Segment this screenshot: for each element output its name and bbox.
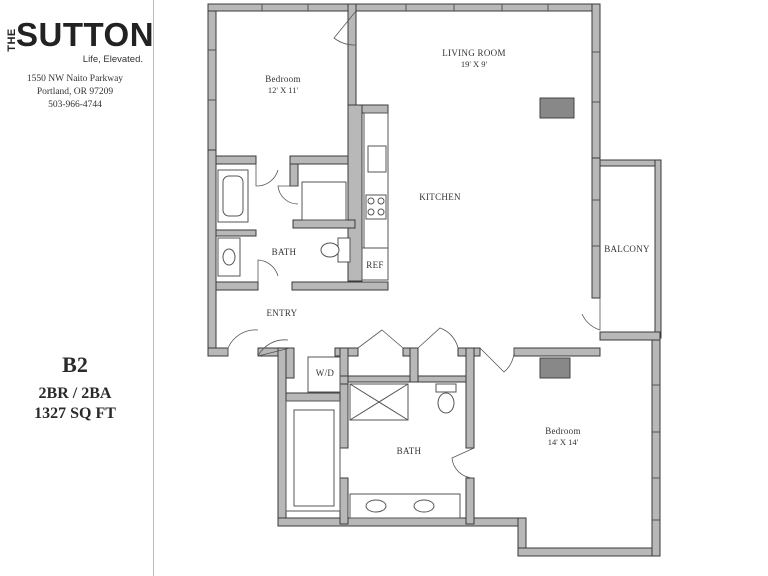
columns xyxy=(539,97,575,379)
room-labels: Bedroom 12' X 11' LIVING ROOM 19' X 9' K… xyxy=(265,48,650,456)
bathtub-basin xyxy=(222,175,244,217)
ref-label: REF xyxy=(366,260,383,270)
wall xyxy=(654,159,662,339)
wall xyxy=(347,104,363,282)
wall xyxy=(513,347,601,357)
burner xyxy=(367,208,375,216)
kitchen-counter xyxy=(363,112,389,249)
wall xyxy=(339,375,349,385)
brand-name: SUTTON xyxy=(16,16,155,53)
brand-logo: THE SUTTON Life, Elevated. xyxy=(0,16,154,66)
wall xyxy=(277,517,527,527)
vanity-sink xyxy=(365,499,387,513)
wall xyxy=(215,155,257,165)
balcony-label: BALCONY xyxy=(604,244,650,254)
wall xyxy=(207,3,601,12)
wall xyxy=(215,229,257,237)
bedroom-2-label: Bedroom xyxy=(545,426,581,436)
wd-label: W/D xyxy=(316,368,335,378)
refrigerator xyxy=(361,247,389,281)
wall xyxy=(599,159,661,167)
door-swing xyxy=(255,164,279,187)
bath-2-label: BATH xyxy=(397,446,422,456)
wall xyxy=(517,547,661,557)
column xyxy=(539,357,571,379)
address-block: 1550 NW Naito Parkway Portland, OR 97209… xyxy=(0,73,150,112)
vanity-sink xyxy=(413,499,435,513)
wall xyxy=(599,331,661,341)
wall xyxy=(339,477,349,525)
address-city: Portland, OR 97209 xyxy=(36,87,114,97)
door-swing xyxy=(277,185,299,205)
bedroom-1-label: Bedroom xyxy=(265,74,301,84)
burner xyxy=(377,208,385,216)
wall xyxy=(277,347,287,527)
wall xyxy=(292,219,356,229)
unit-name: B2 xyxy=(62,352,88,377)
wall xyxy=(207,347,229,357)
wall xyxy=(417,375,467,383)
toilet-tank xyxy=(337,237,351,263)
sidebar: THE SUTTON Life, Elevated. 1550 NW Naito… xyxy=(0,0,154,576)
living-room-label: LIVING ROOM xyxy=(442,48,506,58)
address-phone: 503-966-4744 xyxy=(48,100,102,110)
fixtures xyxy=(217,112,461,519)
wall xyxy=(207,3,217,155)
window-ticks xyxy=(208,4,660,521)
door-swing xyxy=(417,327,459,349)
column xyxy=(539,97,575,119)
bedroom-1-dims: 12' X 11' xyxy=(268,85,299,95)
wall xyxy=(289,163,299,187)
closet-shelf xyxy=(301,181,347,221)
door-swing xyxy=(257,259,279,282)
wall xyxy=(465,477,475,525)
bedroom-2-dims: 14' X 14' xyxy=(548,437,579,447)
wall xyxy=(339,347,349,449)
wall xyxy=(651,335,661,557)
wall xyxy=(289,155,357,165)
door-swing xyxy=(333,10,357,46)
bath-1-label: BATH xyxy=(272,247,297,257)
door-swing xyxy=(479,347,515,373)
brand-tagline: Life, Elevated. xyxy=(82,54,143,65)
wall xyxy=(207,149,217,356)
entry-label: ENTRY xyxy=(266,308,297,318)
kitchen-label: KITCHEN xyxy=(419,192,461,202)
unit-beds-baths: 2BR / 2BA xyxy=(38,385,112,402)
door-swing xyxy=(357,329,404,349)
washer-dryer xyxy=(307,356,341,393)
shower-line xyxy=(349,383,409,421)
closet-2-shelf xyxy=(293,409,335,507)
wall xyxy=(591,157,601,299)
wall xyxy=(465,347,475,449)
living-room-dims: 19' X 9' xyxy=(461,59,488,69)
burner xyxy=(367,197,375,205)
wall xyxy=(347,375,411,383)
wall xyxy=(409,347,419,383)
door-swing xyxy=(227,329,259,356)
floor-plan-drawing: Bedroom 12' X 11' LIVING ROOM 19' X 9' K… xyxy=(207,3,662,557)
sink xyxy=(222,248,236,266)
toilet-bowl-2 xyxy=(437,392,455,414)
wall xyxy=(591,3,601,159)
unit-size: 1327 SQ FT xyxy=(34,405,116,422)
wall xyxy=(285,392,349,402)
burner xyxy=(377,197,385,205)
door-swing xyxy=(257,339,291,357)
toilet-tank-2 xyxy=(435,383,457,393)
floor-plan: Bedroom 12' X 11' LIVING ROOM 19' X 9' K… xyxy=(153,0,768,576)
wall xyxy=(285,347,295,379)
door-swing xyxy=(451,447,475,479)
kitchen-sink xyxy=(367,145,387,173)
address-street: 1550 NW Naito Parkway xyxy=(26,74,124,84)
door-swing xyxy=(581,298,601,331)
unit-info: B2 2BR / 2BA 1327 SQ FT xyxy=(0,350,150,424)
wall xyxy=(291,281,389,291)
wall xyxy=(215,281,259,291)
toilet-bowl xyxy=(320,242,340,258)
